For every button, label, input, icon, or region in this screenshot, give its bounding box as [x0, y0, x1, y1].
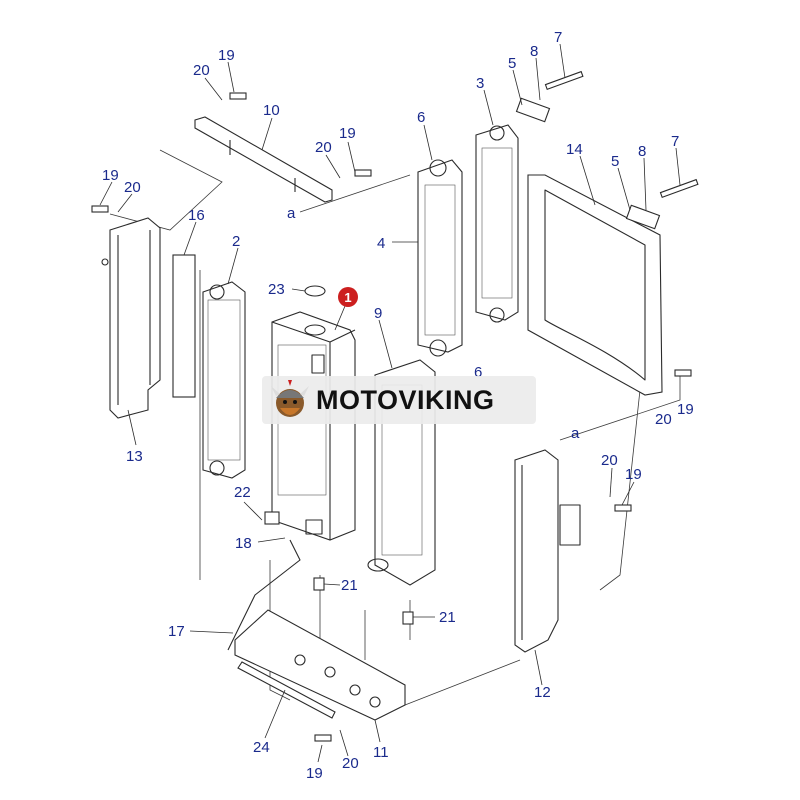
fasteners — [91, 70, 699, 742]
callout-10: 10 — [263, 102, 280, 119]
callout-5-right: 5 — [611, 153, 619, 170]
leader-lines — [99, 43, 681, 763]
callout-24: 24 — [253, 739, 270, 756]
callout-9: 9 — [374, 305, 382, 322]
callout-20-mid: 20 — [315, 139, 332, 156]
callout-3: 3 — [476, 75, 484, 92]
callout-11: 11 — [373, 744, 389, 761]
callout-13: 13 — [126, 448, 143, 465]
callout-23: 23 — [268, 281, 285, 298]
callout-17: 17 — [168, 623, 185, 640]
callout-20-right: 20 — [655, 411, 672, 428]
part-23-cap — [304, 285, 326, 297]
callout-8-top: 8 — [530, 43, 538, 60]
callout-19-mid: 19 — [339, 125, 356, 142]
callout-20-bottom: 20 — [342, 755, 359, 772]
part-14-shroud — [527, 174, 663, 396]
callout-21-right: 21 — [439, 609, 456, 626]
callout-20-top: 20 — [193, 62, 210, 79]
callout-2: 2 — [232, 233, 240, 250]
callout-numbers: 19 20 10 19 20 7 8 5 3 7 8 5 14 6 19 20 … — [102, 29, 694, 782]
callout-12: 12 — [534, 684, 551, 701]
part-11-bottom-tray — [234, 609, 406, 721]
callout-20-lower: 20 — [601, 452, 618, 469]
assembly-guide-lines — [109, 149, 681, 706]
watermark-text: MOTOVIKING — [316, 384, 495, 415]
viking-helmet-icon — [271, 380, 309, 417]
callout-19-lower: 19 — [625, 466, 642, 483]
callout-18: 18 — [235, 535, 252, 552]
callout-7-right: 7 — [671, 133, 679, 150]
callout-19-top: 19 — [218, 47, 235, 64]
callout-21-left: 21 — [341, 577, 358, 594]
callout-19-right: 19 — [677, 401, 694, 418]
part-1-radiator — [271, 311, 356, 541]
callout-6-top: 6 — [417, 109, 425, 126]
part-4-cooler — [417, 159, 463, 357]
part-24-strip — [237, 661, 336, 719]
part-13-side-panel — [101, 217, 161, 419]
callout-16: 16 — [188, 207, 205, 224]
watermark-banner: MOTOVIKING — [262, 376, 536, 424]
callout-19-bottom: 19 — [306, 765, 323, 782]
highlight-label: 1 — [344, 290, 351, 305]
callout-7-top: 7 — [554, 29, 562, 46]
part-3-cooler — [475, 124, 519, 323]
callout-6-mid: 6 — [474, 364, 482, 381]
part-10-bracket — [194, 116, 333, 203]
part-16-seal — [172, 254, 196, 398]
callout-19-left: 19 — [102, 167, 119, 184]
callout-8-right: 8 — [638, 143, 646, 160]
callout-14: 14 — [566, 141, 583, 158]
callout-a-top: a — [287, 205, 296, 222]
callout-4: 4 — [377, 235, 385, 252]
highlight-callout-1: 1 — [334, 287, 358, 331]
part-2-oil-cooler — [202, 281, 246, 479]
callout-20-left: 20 — [124, 179, 141, 196]
part-17-rod — [227, 539, 301, 651]
callout-5-top: 5 — [508, 55, 516, 72]
callout-a-right: a — [571, 425, 580, 442]
callout-22: 22 — [234, 484, 251, 501]
part-12-side-panel — [514, 449, 581, 653]
